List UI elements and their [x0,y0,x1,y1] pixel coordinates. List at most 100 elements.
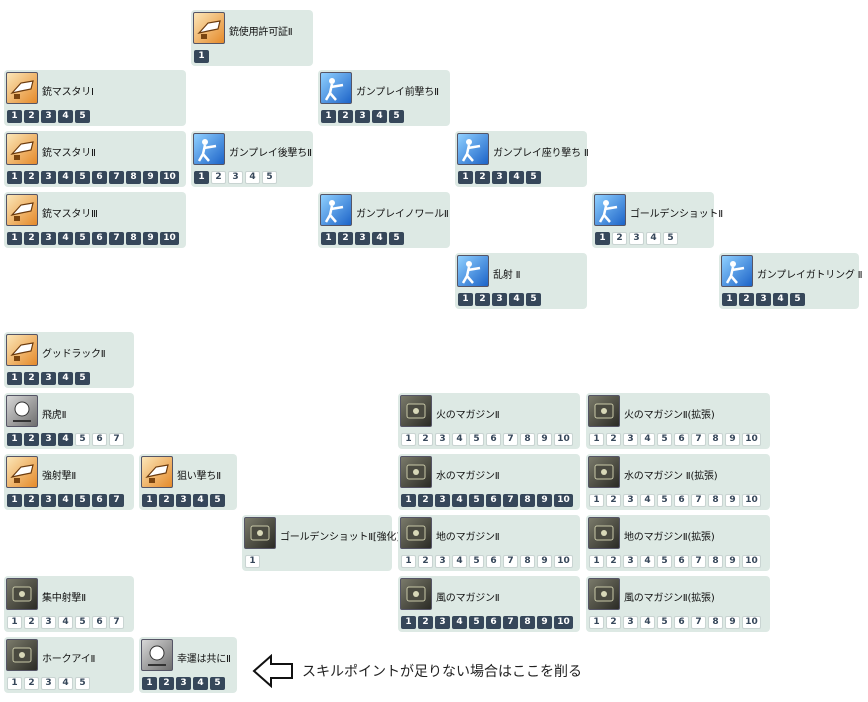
level-button-1[interactable]: 1 [7,433,22,446]
level-button-6[interactable]: 6 [486,555,501,568]
level-button-8[interactable]: 8 [520,616,535,629]
level-button-4[interactable]: 4 [640,555,655,568]
level-button-1[interactable]: 1 [589,616,604,629]
level-button-3[interactable]: 3 [41,171,56,184]
level-button-1[interactable]: 1 [142,677,157,690]
level-button-5[interactable]: 5 [469,433,484,446]
level-button-2[interactable]: 2 [24,110,39,123]
level-button-1[interactable]: 1 [7,616,22,629]
level-button-6[interactable]: 6 [486,616,501,629]
level-button-4[interactable]: 4 [193,677,208,690]
level-button-2[interactable]: 2 [612,232,627,245]
level-button-3[interactable]: 3 [629,232,644,245]
level-button-3[interactable]: 3 [623,494,638,507]
level-button-6[interactable]: 6 [92,232,107,245]
level-button-2[interactable]: 2 [338,232,353,245]
level-button-1[interactable]: 1 [321,232,336,245]
level-button-10[interactable]: 10 [554,433,573,446]
level-button-5[interactable]: 5 [75,677,90,690]
level-button-1[interactable]: 1 [401,494,416,507]
level-button-4[interactable]: 4 [372,232,387,245]
level-button-5[interactable]: 5 [75,110,90,123]
level-button-10[interactable]: 10 [160,232,179,245]
level-button-2[interactable]: 2 [606,494,621,507]
level-button-2[interactable]: 2 [338,110,353,123]
level-button-5[interactable]: 5 [210,677,225,690]
level-button-4[interactable]: 4 [372,110,387,123]
level-button-4[interactable]: 4 [58,616,73,629]
level-button-2[interactable]: 2 [24,433,39,446]
level-button-2[interactable]: 2 [606,616,621,629]
level-button-8[interactable]: 8 [708,494,723,507]
level-button-1[interactable]: 1 [7,494,22,507]
level-button-2[interactable]: 2 [739,293,754,306]
level-button-7[interactable]: 7 [109,494,124,507]
level-button-8[interactable]: 8 [126,171,141,184]
level-button-1[interactable]: 1 [458,171,473,184]
level-button-6[interactable]: 6 [486,494,501,507]
level-button-3[interactable]: 3 [435,616,450,629]
level-button-7[interactable]: 7 [691,616,706,629]
level-button-4[interactable]: 4 [640,616,655,629]
level-button-3[interactable]: 3 [41,372,56,385]
level-button-1[interactable]: 1 [7,372,22,385]
level-button-4[interactable]: 4 [646,232,661,245]
level-button-4[interactable]: 4 [58,232,73,245]
level-button-7[interactable]: 7 [691,494,706,507]
level-button-2[interactable]: 2 [24,372,39,385]
level-button-7[interactable]: 7 [691,433,706,446]
level-button-5[interactable]: 5 [657,433,672,446]
level-button-4[interactable]: 4 [640,433,655,446]
level-button-9[interactable]: 9 [143,232,158,245]
level-button-8[interactable]: 8 [708,616,723,629]
level-button-5[interactable]: 5 [526,293,541,306]
level-button-6[interactable]: 6 [486,433,501,446]
level-button-9[interactable]: 9 [725,494,740,507]
level-button-3[interactable]: 3 [623,616,638,629]
level-button-3[interactable]: 3 [492,293,507,306]
level-button-7[interactable]: 7 [109,616,124,629]
level-button-2[interactable]: 2 [24,494,39,507]
level-button-3[interactable]: 3 [435,433,450,446]
level-button-3[interactable]: 3 [623,555,638,568]
level-button-4[interactable]: 4 [58,110,73,123]
level-button-8[interactable]: 8 [520,555,535,568]
level-button-7[interactable]: 7 [109,232,124,245]
level-button-4[interactable]: 4 [58,171,73,184]
level-button-9[interactable]: 9 [143,171,158,184]
level-button-2[interactable]: 2 [418,494,433,507]
level-button-3[interactable]: 3 [435,555,450,568]
level-button-2[interactable]: 2 [475,171,490,184]
level-button-10[interactable]: 10 [742,433,761,446]
level-button-1[interactable]: 1 [401,616,416,629]
level-button-2[interactable]: 2 [159,494,174,507]
level-button-4[interactable]: 4 [452,616,467,629]
level-button-1[interactable]: 1 [142,494,157,507]
level-button-2[interactable]: 2 [418,555,433,568]
level-button-6[interactable]: 6 [92,171,107,184]
level-button-5[interactable]: 5 [469,494,484,507]
level-button-6[interactable]: 6 [92,616,107,629]
level-button-2[interactable]: 2 [418,433,433,446]
level-button-7[interactable]: 7 [503,433,518,446]
level-button-1[interactable]: 1 [321,110,336,123]
level-button-10[interactable]: 10 [554,555,573,568]
level-button-4[interactable]: 4 [452,494,467,507]
level-button-1[interactable]: 1 [7,110,22,123]
level-button-5[interactable]: 5 [389,110,404,123]
level-button-8[interactable]: 8 [708,555,723,568]
level-button-5[interactable]: 5 [790,293,805,306]
